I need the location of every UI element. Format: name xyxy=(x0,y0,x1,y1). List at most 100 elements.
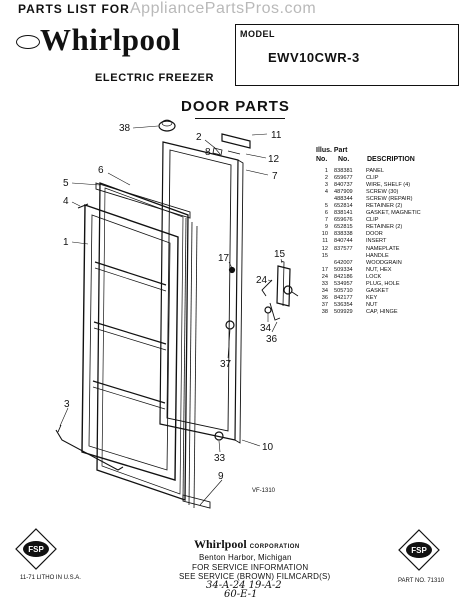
brand-name: Whirlpool xyxy=(40,22,181,57)
nameplate-shape xyxy=(227,150,241,155)
callout-7: 7 xyxy=(272,171,278,182)
illus-number: 1 xyxy=(324,168,328,174)
hinge-cap xyxy=(158,120,176,132)
leader-17 xyxy=(228,261,233,269)
callout-36: 36 xyxy=(266,334,278,345)
handle-stem xyxy=(280,260,285,307)
illus-number: 24 xyxy=(321,273,328,280)
illus-number: 12 xyxy=(321,245,328,252)
nut-37-shape xyxy=(225,320,235,330)
section-title: DOOR PARTS xyxy=(181,98,290,115)
callout-12: 12 xyxy=(268,154,280,165)
section-underline xyxy=(195,118,285,119)
description-cell: LOCK xyxy=(366,273,382,280)
handwritten-note-1: 34-A-24 19-A-2 xyxy=(206,580,282,591)
door-inner-edge xyxy=(166,149,232,432)
description-cell: GASKET xyxy=(366,287,389,294)
leader-2 xyxy=(204,139,216,149)
illus-number: 5 xyxy=(324,203,328,210)
illus-number: 4 xyxy=(324,189,328,196)
callout-9: 9 xyxy=(218,471,224,482)
part-number-cell: 840744 xyxy=(334,238,353,245)
lock-cylinder xyxy=(283,285,293,295)
door-handle xyxy=(276,265,291,307)
leader-37 xyxy=(227,329,231,359)
callout-33: 33 xyxy=(214,453,226,464)
illus-number: 6 xyxy=(324,210,328,217)
callout-15: 15 xyxy=(274,249,286,260)
leader-12 xyxy=(245,153,267,159)
table-row: 5 652814 RETAINER (2) xyxy=(316,203,421,210)
part-number-cell: 838141 xyxy=(334,210,353,217)
shelf-rail-3 xyxy=(92,380,166,404)
footer-company-name: Whirlpool xyxy=(194,537,247,551)
handwritten-note-2: 60-E-1 xyxy=(224,589,258,600)
door-side-edge xyxy=(234,159,244,444)
callout-5: 5 xyxy=(63,178,69,189)
callout-8: 8 xyxy=(205,147,211,158)
illus-number: 36 xyxy=(321,294,328,301)
shelf-rail-2 xyxy=(93,321,167,345)
door-outer-shell xyxy=(159,141,239,441)
part-number-cell: 842186 xyxy=(334,273,353,280)
leader-33 xyxy=(218,440,221,453)
part-number-cell: 505710 xyxy=(334,287,353,294)
description-cell: CLIP xyxy=(366,175,379,182)
callout-3: 3 xyxy=(64,399,70,410)
callout-24: 24 xyxy=(256,275,268,286)
column-head-no-2: No. xyxy=(338,156,350,163)
leader-9 xyxy=(199,479,223,506)
illus-number: 38 xyxy=(321,308,328,315)
leader-11 xyxy=(251,133,268,136)
print-date: 11-71 LITHO IN U.S.A. xyxy=(20,575,81,581)
gasket-inner xyxy=(101,187,184,495)
description-cell: WOODGRAIN xyxy=(366,259,402,266)
illus-number: 11 xyxy=(322,238,328,245)
nameplate-insert xyxy=(221,133,251,149)
inner-panel xyxy=(81,204,179,481)
gasket-strip-c xyxy=(193,225,198,509)
leader-24 xyxy=(267,279,273,282)
description-cell: PLUG, HOLE xyxy=(366,280,400,287)
fsp-badge-right-icon: FSP xyxy=(398,529,440,571)
illus-number: 7 xyxy=(324,217,328,224)
illus-number: 17 xyxy=(321,266,328,273)
callout-17: 17 xyxy=(218,253,230,264)
gasket-strip-b xyxy=(188,221,193,506)
callout-38: 38 xyxy=(119,123,131,134)
description-cell: RETAINER (2) xyxy=(366,203,403,210)
description-cell: PANEL xyxy=(366,168,384,174)
clip-shape xyxy=(212,147,223,156)
bottom-retainer xyxy=(182,494,211,509)
footer-company-suffix: CORPORATION xyxy=(249,544,300,550)
illus-number: 37 xyxy=(321,301,328,308)
part-number-cell: 509334 xyxy=(334,266,353,273)
description-cell: CLIP xyxy=(366,217,379,224)
shelf-wire xyxy=(55,429,124,471)
top-retainer xyxy=(95,182,191,219)
footer-service-info: FOR SERVICE INFORMATION xyxy=(192,563,309,572)
description-cell: KEY xyxy=(366,294,378,301)
footer-city: Benton Harbor, Michigan xyxy=(199,553,292,562)
shelf-rail-1 xyxy=(94,261,167,286)
leader-5 xyxy=(71,182,101,186)
leader-36 xyxy=(271,321,278,333)
leader-10 xyxy=(241,439,261,447)
callout-4: 4 xyxy=(63,196,69,207)
inner-panel-lip xyxy=(88,214,171,471)
part-number-cell: 652814 xyxy=(334,203,353,210)
illus-number: 2 xyxy=(324,175,328,182)
model-label: MODEL xyxy=(240,29,275,39)
